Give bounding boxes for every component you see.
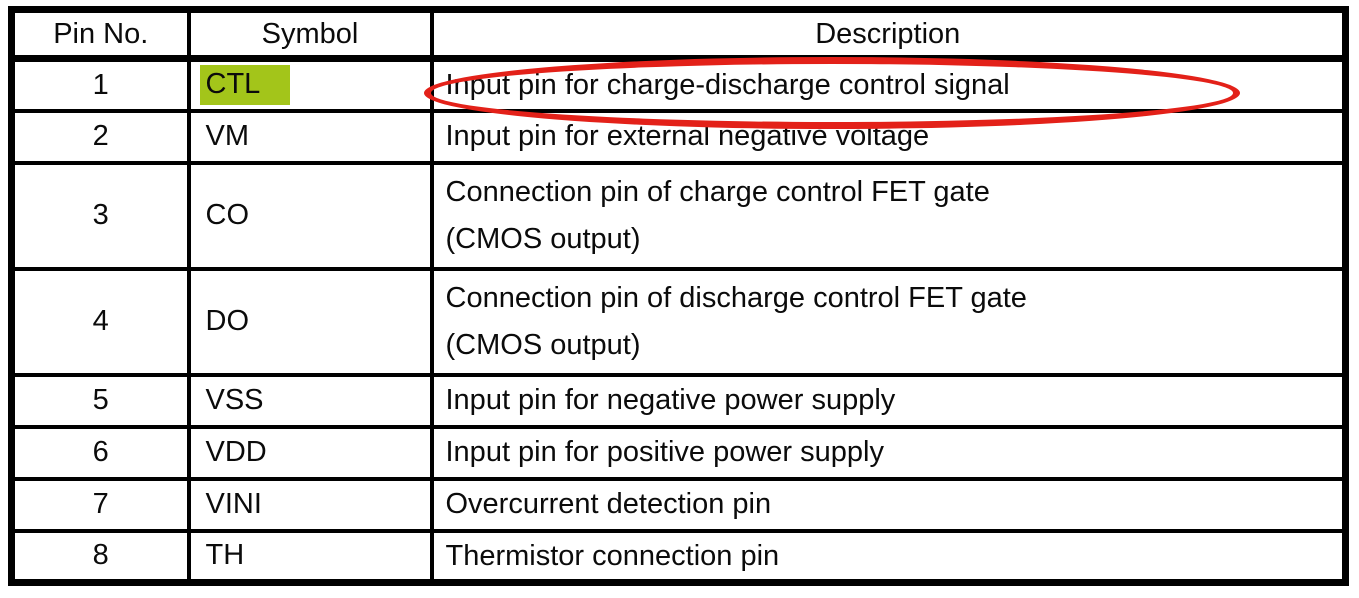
column-header-pin-no: Pin No. — [9, 7, 191, 62]
pin-description: Input pin for negative power supply — [429, 372, 1348, 429]
ctl-highlight: CTL — [199, 65, 291, 106]
pin-number: 2 — [9, 108, 191, 165]
pin-description: Input pin for charge-discharge control s… — [429, 56, 1348, 113]
pin-description: Input pin for external negative voltage — [429, 108, 1348, 165]
pin-description: Thermistor connection pin — [429, 528, 1348, 585]
table-row-pin-5: 5 VSS Input pin for negative power suppl… — [9, 372, 1348, 429]
table-row-pin-7: 7 VINI Overcurrent detection pin — [9, 476, 1348, 533]
table-row-pin-2: 2 VM Input pin for external negative vol… — [9, 108, 1348, 165]
pin-symbol: VDD — [186, 424, 434, 481]
pin-description: Overcurrent detection pin — [429, 476, 1348, 533]
pin-symbol: TH — [186, 528, 434, 585]
table-row-pin-8: 8 TH Thermistor connection pin — [9, 528, 1348, 585]
pin-number: 4 — [9, 266, 191, 377]
pin-number: 1 — [9, 56, 191, 113]
column-header-description: Description — [429, 7, 1348, 62]
pin-symbol: VSS — [186, 372, 434, 429]
pin-description: Connection pin of discharge control FET … — [429, 266, 1348, 377]
table-header-row: Pin No. Symbol Description — [9, 7, 1348, 62]
table-row-pin-4: 4 DO Connection pin of discharge control… — [9, 266, 1348, 377]
pin-symbol: CO — [186, 160, 434, 271]
pin-number: 5 — [9, 372, 191, 429]
pin-description-table: Pin No. Symbol Description 1 CTL Input p… — [8, 6, 1349, 586]
table-row-pin-1: 1 CTL Input pin for charge-discharge con… — [9, 56, 1348, 113]
table-row-pin-6: 6 VDD Input pin for positive power suppl… — [9, 424, 1348, 481]
pin-number: 7 — [9, 476, 191, 533]
pin-number: 8 — [9, 528, 191, 585]
pin-symbol: CTL — [186, 56, 434, 113]
table-row-pin-3: 3 CO Connection pin of charge control FE… — [9, 160, 1348, 271]
pin-number: 3 — [9, 160, 191, 271]
column-header-symbol: Symbol — [186, 7, 434, 62]
pin-symbol: DO — [186, 266, 434, 377]
pin-description: Input pin for positive power supply — [429, 424, 1348, 481]
pin-number: 6 — [9, 424, 191, 481]
pin-description: Connection pin of charge control FET gat… — [429, 160, 1348, 271]
pin-symbol: VINI — [186, 476, 434, 533]
pin-symbol: VM — [186, 108, 434, 165]
